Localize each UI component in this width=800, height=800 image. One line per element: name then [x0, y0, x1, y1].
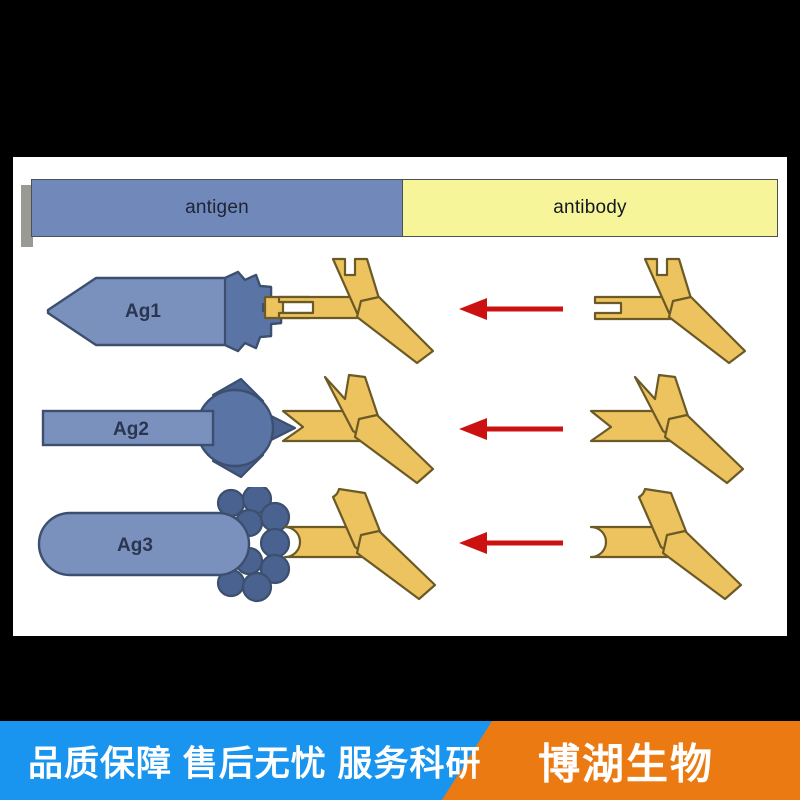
- legend-shadow: [21, 185, 33, 247]
- legend-cell-antibody: antibody: [402, 179, 778, 237]
- antigen-ag2-body: [41, 409, 215, 447]
- banner-orange-section: [442, 721, 800, 800]
- legend-label-antibody: antibody: [553, 197, 627, 218]
- antigen-ag2: Ag2: [41, 377, 297, 479]
- antigen-ag2-label: Ag2: [113, 419, 149, 440]
- diagram-row-ag2: Ag2: [13, 373, 787, 495]
- antibody-ag3-bound-fc: [355, 529, 437, 601]
- bottom-banner: 品质保障 售后无忧 服务科研 博湖生物: [0, 721, 800, 800]
- banner-brand-name: 博湖生物: [538, 740, 715, 787]
- antigen-ag3-label: Ag3: [117, 535, 153, 556]
- antibody-ag3-free-fc: [661, 529, 743, 601]
- antigen-ag3-body: [37, 511, 251, 577]
- bound-antibody-ag2: [281, 373, 435, 485]
- antigen-ag1-epitope: [223, 270, 283, 353]
- antibody-ag2-bound-fc: [353, 413, 435, 485]
- legend-bar: antigen antibody: [21, 179, 778, 247]
- free-antibody-ag2: [589, 373, 745, 485]
- antibody-ag2-free-fc: [663, 413, 745, 485]
- bound-antibody-ag3: [283, 487, 437, 601]
- diagram-row-ag3: Ag3: [13, 487, 787, 609]
- antigen-ag1: Ag1: [46, 270, 283, 353]
- antibody-ag1-bound-fc: [355, 295, 435, 365]
- free-antibody-ag1: [593, 257, 747, 365]
- row-ag2-graphics: Ag2: [41, 373, 745, 485]
- reaction-arrow-ag2: [459, 418, 563, 440]
- black-spacer: [0, 636, 800, 723]
- free-antibody-ag3: [589, 487, 743, 601]
- reaction-arrow-ag3: [459, 532, 563, 554]
- row-ag3-graphics: Ag3: [37, 487, 743, 603]
- legend-cell-antigen: antigen: [31, 179, 403, 237]
- antigen-ag3: Ag3: [37, 487, 291, 603]
- legend-label-antigen: antigen: [185, 197, 249, 218]
- antibody-ag1-free-fc: [667, 295, 747, 365]
- row-ag1-graphics: Ag1: [46, 257, 747, 365]
- diagram-panel: antigen antibody Ag1: [13, 157, 787, 636]
- bound-antibody-ag1: [263, 257, 435, 365]
- reaction-arrow-ag1: [459, 298, 563, 320]
- antigen-ag1-label: Ag1: [125, 301, 161, 322]
- diagram-row-ag1: Ag1: [13, 253, 787, 375]
- banner-slogan: 品质保障 售后无忧 服务科研: [28, 744, 482, 783]
